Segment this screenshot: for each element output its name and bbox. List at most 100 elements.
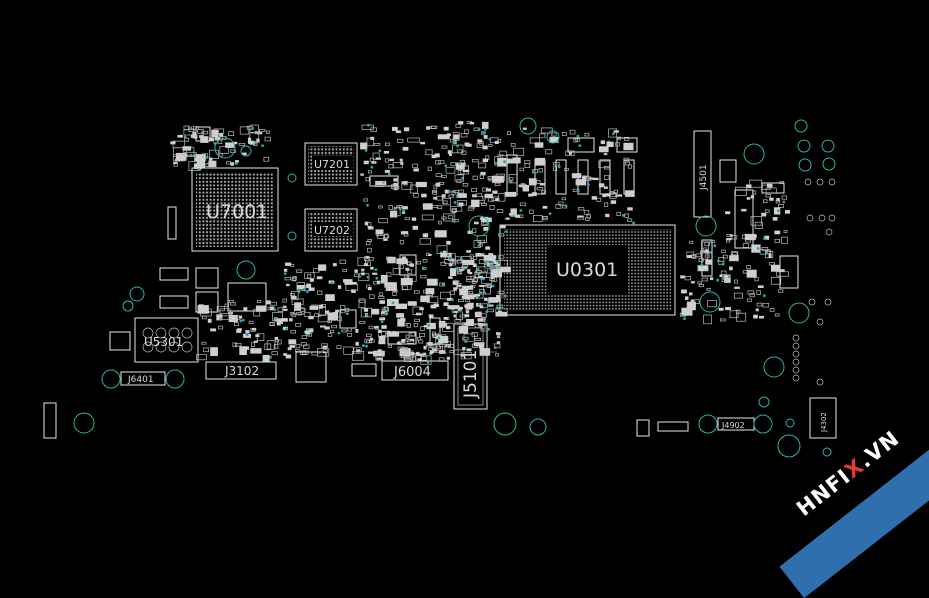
smd-pad [721, 277, 728, 282]
micro-via [370, 165, 374, 169]
smd-pad [483, 227, 488, 231]
smd-pad [196, 354, 207, 361]
smd-pad [453, 349, 465, 355]
smd-pad [283, 353, 287, 356]
smd-pad [283, 319, 288, 322]
smd-pad [625, 161, 630, 166]
smd-pad [449, 260, 457, 264]
smd-pad [415, 181, 427, 188]
smd-pad [251, 327, 257, 331]
smd-pad [371, 308, 380, 315]
smd-pad [538, 133, 546, 139]
smd-pad [545, 149, 553, 155]
smd-pad [519, 202, 527, 207]
j6401-connector[interactable]: J6401 [101, 369, 185, 389]
u7201-chip[interactable]: U7201 [304, 142, 358, 186]
smd-pad [458, 325, 469, 334]
micro-via [456, 144, 459, 148]
u7001-chip[interactable]: U7001 [191, 167, 279, 252]
micro-via [576, 189, 580, 193]
smd-pad [542, 216, 548, 221]
micro-via [495, 259, 499, 263]
smd-pad [468, 291, 474, 295]
micro-via [378, 149, 382, 153]
smd-pad [604, 175, 610, 180]
smd-pad [482, 195, 486, 200]
smd-pad [512, 157, 521, 164]
smd-pad [488, 297, 498, 303]
smd-pad [749, 179, 762, 188]
smd-pad [304, 272, 315, 279]
u0301-chip[interactable]: U0301 [499, 224, 676, 316]
smd-pad [452, 310, 458, 313]
smd-pad [420, 275, 427, 279]
smd-pad [387, 332, 400, 337]
smd-pad [690, 299, 695, 302]
smd-pad [255, 334, 260, 338]
smd-pad [725, 307, 731, 311]
smd-pad [209, 149, 219, 159]
smd-pad [729, 266, 733, 271]
smd-pad [426, 278, 438, 286]
smd-pad [322, 345, 328, 349]
smd-pad [444, 189, 450, 194]
smd-pad [684, 276, 691, 281]
micro-via [721, 262, 725, 266]
u5301-chip[interactable]: U5301 [109, 317, 199, 363]
smd-pad [207, 318, 212, 323]
smd-pad [343, 346, 354, 355]
smd-pad [480, 325, 488, 332]
micro-via [183, 135, 187, 139]
smd-pad [474, 294, 478, 298]
smd-pad [481, 202, 487, 206]
smd-pad [602, 194, 606, 198]
smd-pad [393, 206, 401, 217]
smd-pad [198, 304, 203, 309]
micro-via [367, 123, 370, 127]
smd-pad [262, 354, 270, 362]
pcb-boardview[interactable]: U0301 U7001 U7201 U7202 J5101 J6004 J310… [0, 0, 929, 581]
j3102-connector[interactable]: J3102 [205, 361, 277, 380]
smd-pad [571, 173, 582, 179]
smd-pad [438, 160, 445, 164]
smd-pad [355, 341, 359, 346]
j5101-label: J5101 [461, 350, 481, 399]
j4902-connector[interactable]: J4902 [698, 414, 773, 434]
smd-pad [402, 211, 406, 214]
smd-pad [697, 265, 709, 272]
smd-pad [413, 193, 419, 198]
smd-pad [453, 134, 460, 138]
smd-pad [767, 183, 773, 188]
micro-via [756, 247, 760, 250]
micro-via [451, 298, 454, 302]
smd-pad [624, 213, 630, 218]
j5101-connector[interactable]: J5101 [453, 323, 497, 410]
smd-pad [729, 310, 739, 319]
smd-pad [305, 331, 310, 334]
micro-via [251, 126, 255, 130]
smd-pad [438, 182, 445, 185]
u7202-chip[interactable]: U7202 [304, 208, 358, 252]
smd-pad [489, 276, 496, 281]
smd-pad [405, 267, 410, 271]
smd-pad [368, 325, 374, 330]
smd-pad [458, 189, 464, 194]
smd-pad [277, 307, 284, 312]
smd-pad [364, 256, 371, 261]
smd-pad [681, 289, 687, 294]
smd-pad [243, 307, 248, 311]
via-hole [818, 214, 826, 222]
smd-pad [423, 203, 433, 210]
smd-pad [200, 136, 209, 143]
smd-pad [466, 348, 472, 352]
smd-pad [749, 293, 755, 298]
smd-pad [430, 350, 434, 354]
smd-pad [720, 270, 727, 275]
smd-pad [467, 206, 474, 211]
smd-pad [605, 213, 610, 218]
smd-pad [433, 184, 438, 190]
micro-via [273, 308, 277, 312]
smd-pad [772, 217, 778, 221]
smd-pad [609, 191, 615, 195]
j4302-connector[interactable]: J4302 [809, 397, 837, 439]
